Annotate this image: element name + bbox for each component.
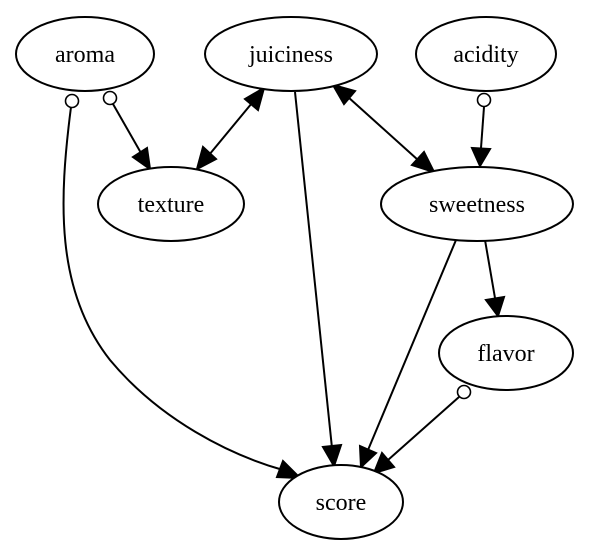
edge-flavor-score-arrowhead [372, 451, 396, 475]
node-sweetness-label: sweetness [429, 192, 525, 218]
node-texture: texture [97, 166, 245, 242]
edge-aroma-texture [102, 90, 152, 172]
edge-juiciness-sweetness-arrowhead-bottom [410, 150, 436, 174]
edge-juiciness-score-arrowhead [321, 443, 343, 469]
edge-acidity-sweetness-tail-circle [476, 92, 492, 108]
edge-juiciness-texture-arrowhead-bottom [195, 145, 218, 171]
edge-acidity-sweetness-arrowhead [470, 146, 492, 169]
node-acidity: acidity [415, 16, 557, 92]
node-juiciness: juiciness [204, 16, 378, 92]
edge-juiciness-score [294, 91, 343, 469]
node-texture-label: texture [138, 192, 205, 218]
node-score-label: score [316, 490, 367, 516]
edge-flavor-score [372, 384, 472, 475]
edge-sweetness-flavor [484, 239, 506, 319]
node-sweetness: sweetness [380, 166, 574, 242]
node-acidity-label: acidity [453, 42, 518, 68]
edge-juiciness-sweetness-arrowhead-top [330, 83, 357, 106]
edge-aroma-texture-arrowhead [131, 146, 152, 172]
node-flavor-label: flavor [477, 341, 534, 367]
edge-sweetness-score [358, 239, 457, 470]
edge-sweetness-flavor-arrowhead [484, 295, 506, 319]
edge-aroma-score-tail-circle [64, 93, 80, 109]
edge-aroma-score-arrowhead [275, 459, 303, 480]
node-juiciness-label: juiciness [248, 42, 333, 68]
node-score: score [278, 464, 404, 540]
edge-aroma-score [62, 93, 303, 480]
edge-juiciness-sweetness [330, 83, 436, 174]
edge-sweetness-score-arrowhead [358, 444, 378, 470]
edge-acidity-sweetness [470, 92, 492, 169]
edge-flavor-score-tail-circle [456, 384, 472, 400]
edges [62, 83, 506, 480]
edge-juiciness-texture [195, 85, 266, 171]
edge-aroma-texture-tail-circle [102, 90, 118, 106]
node-aroma: aroma [15, 16, 155, 92]
node-flavor: flavor [438, 315, 574, 391]
node-aroma-label: aroma [55, 42, 115, 68]
edge-juiciness-texture-arrowhead-top [243, 85, 266, 112]
